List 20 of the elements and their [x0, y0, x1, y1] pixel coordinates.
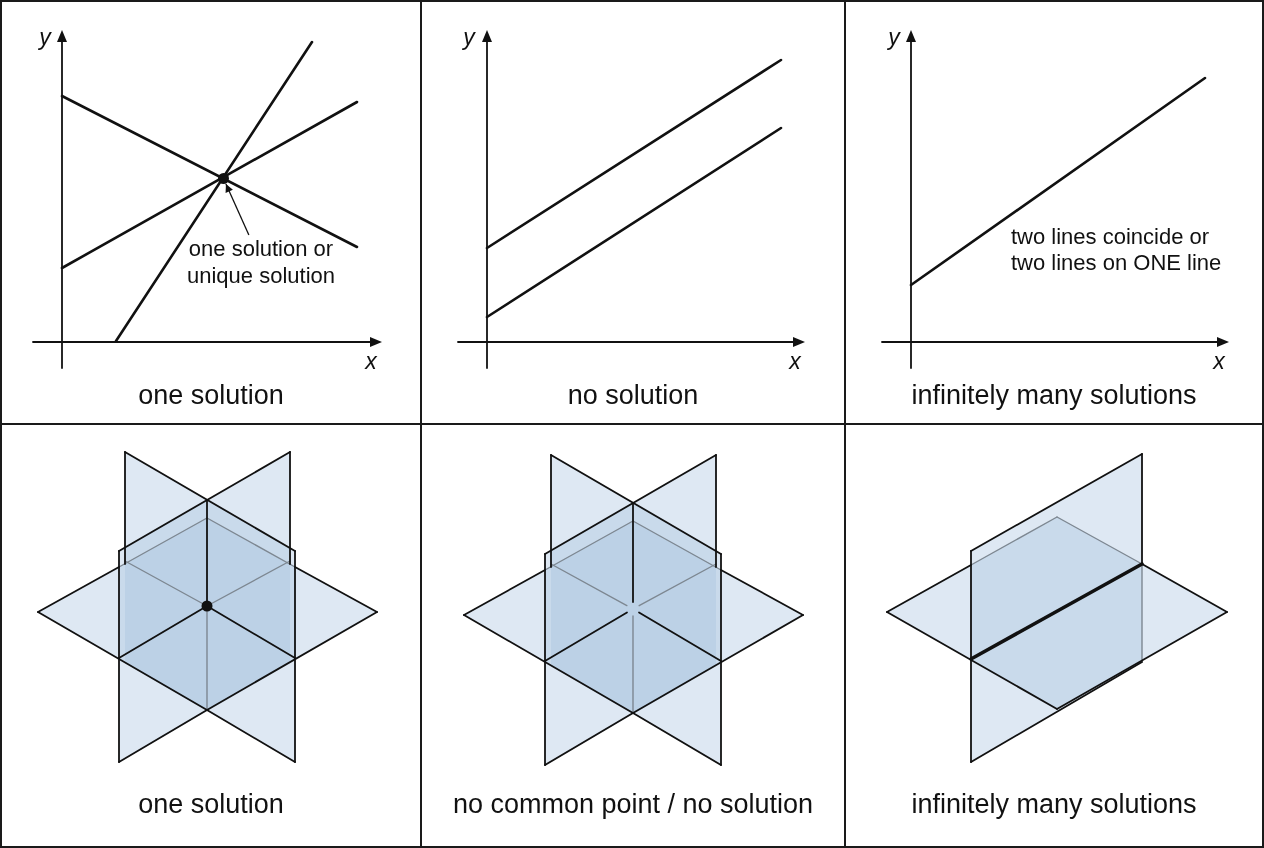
intersection-point	[218, 173, 229, 184]
panel	[844, 0, 1264, 425]
axis-label: y	[888, 23, 900, 51]
panel-label: no solution	[567, 379, 699, 411]
panel-label: one solution	[138, 379, 284, 411]
callout-text: one solution or unique solution	[181, 235, 341, 289]
panel-label: infinitely many solutions	[911, 379, 1197, 411]
annotation-text: two lines coincide or two lines on ONE line	[1011, 224, 1223, 276]
axis-label: y	[463, 23, 475, 51]
panel-label: infinitely many solutions	[911, 788, 1197, 820]
panel	[844, 423, 1264, 848]
panel	[0, 423, 422, 848]
panel-label: one solution	[138, 788, 284, 820]
axis-label: x	[1213, 347, 1225, 375]
panel-label: no common point / no solution	[452, 788, 814, 820]
leader-arrow	[225, 183, 250, 236]
axis-label: x	[789, 347, 801, 375]
panel	[0, 0, 422, 425]
axis-label: y	[39, 23, 51, 51]
axis-label: x	[365, 347, 377, 375]
